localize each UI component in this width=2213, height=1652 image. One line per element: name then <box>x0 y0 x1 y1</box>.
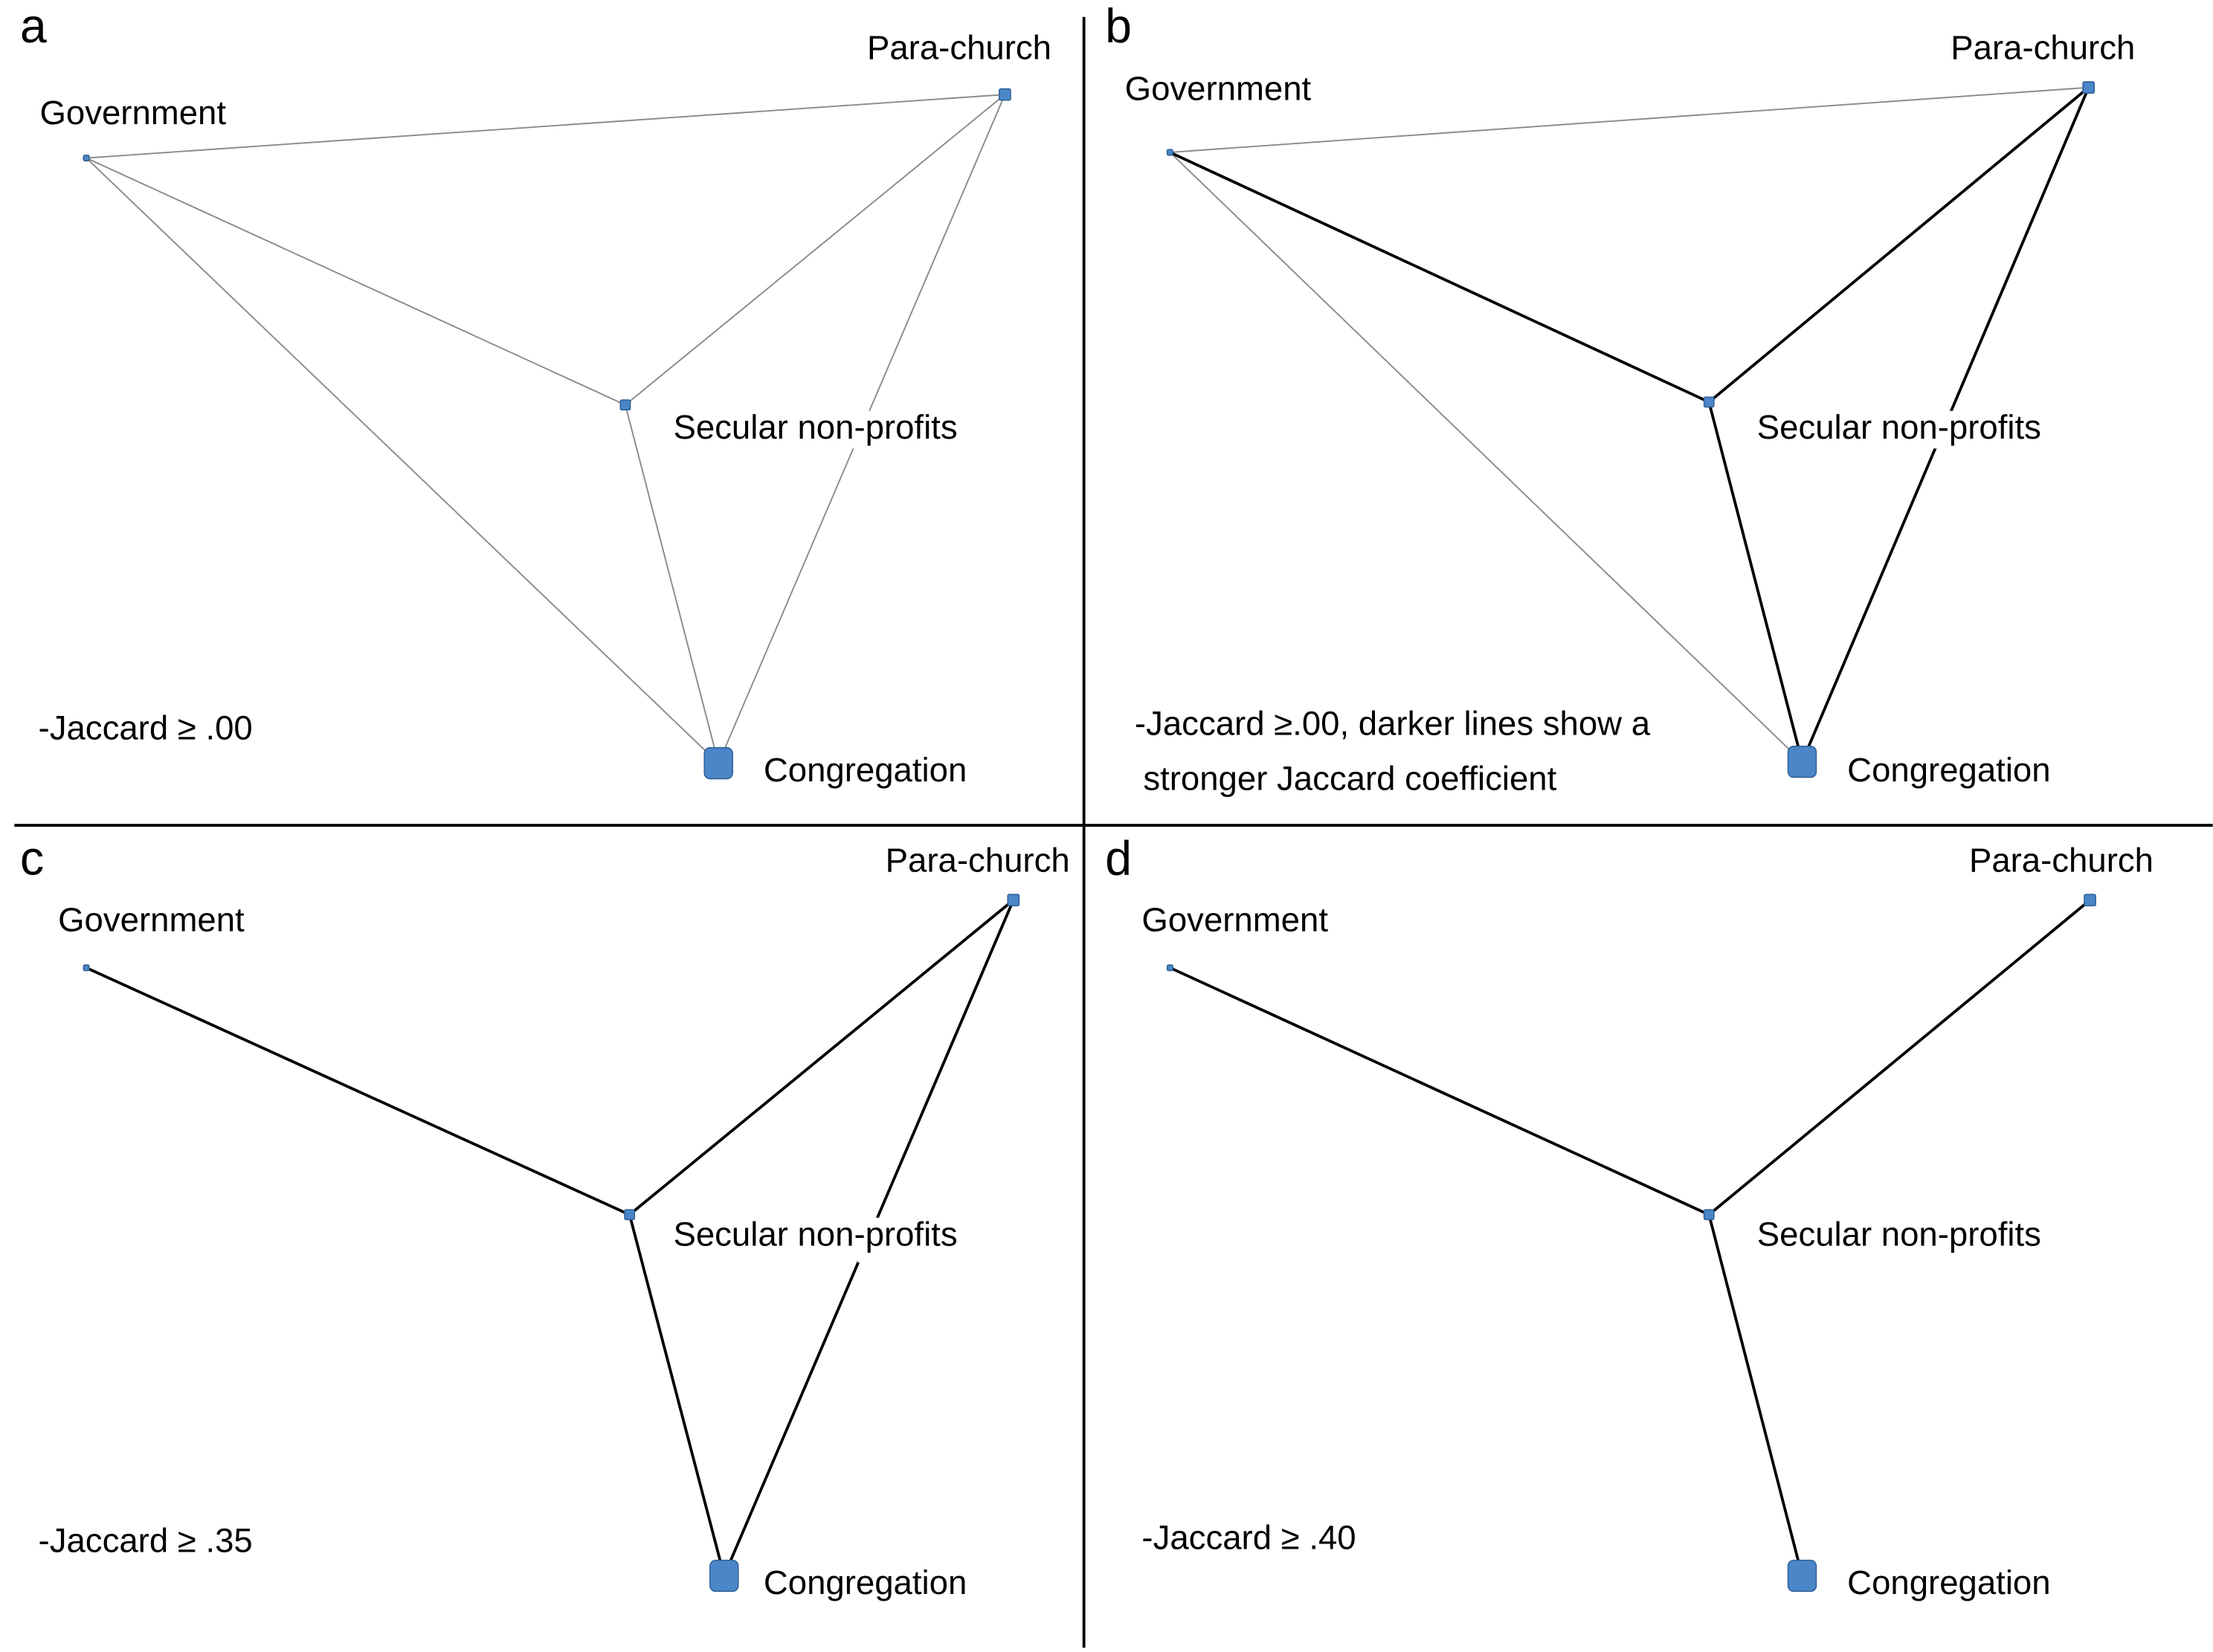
node-government <box>83 964 90 972</box>
node-congregation <box>709 1559 739 1593</box>
edge-government-congregation <box>1169 152 1803 763</box>
node-secular <box>1703 1209 1715 1221</box>
node-secular <box>619 399 631 410</box>
edge-secular-congregation <box>1707 1214 1804 1577</box>
node-congregation <box>1787 746 1817 778</box>
node-label-government: Government <box>39 94 226 132</box>
panel-letter: b <box>1105 0 1132 53</box>
node-label-secular: Secular non-profits <box>1757 408 2041 446</box>
edge-parachurch-congregation <box>718 94 1006 764</box>
threshold-caption: stronger Jaccard coefficient <box>1143 760 1556 798</box>
node-parachurch <box>2084 894 2096 906</box>
node-label-secular: Secular non-profits <box>673 1216 957 1253</box>
threshold-caption: -Jaccard ≥ .40 <box>1141 1518 1356 1556</box>
node-label-parachurch: Para-church <box>1951 29 2135 67</box>
node-government <box>1166 149 1173 156</box>
edge-secular-parachurch <box>1708 86 2090 404</box>
node-label-congregation: Congregation <box>1847 1564 2050 1601</box>
edge-parachurch-congregation <box>1800 86 2090 763</box>
node-label-parachurch: Para-church <box>867 29 1051 67</box>
edge-parachurch-congregation <box>723 899 1015 1577</box>
node-secular <box>1703 396 1715 408</box>
panel-letter: c <box>20 831 44 885</box>
node-secular <box>624 1209 636 1221</box>
edge-government-secular <box>1169 151 1710 404</box>
edge-secular-parachurch <box>1708 899 2091 1216</box>
node-label-congregation: Congregation <box>1847 751 2050 789</box>
node-label-congregation: Congregation <box>764 1564 967 1601</box>
node-parachurch <box>1007 894 1020 906</box>
edge-secular-parachurch <box>628 899 1014 1216</box>
edge-government-parachurch <box>86 94 1005 159</box>
edge-secular-congregation <box>628 1214 726 1577</box>
node-label-secular: Secular non-profits <box>673 408 957 446</box>
edge-secular-congregation <box>625 404 720 764</box>
node-parachurch <box>999 88 1011 101</box>
threshold-caption: -Jaccard ≥.00, darker lines show a <box>1135 705 1651 743</box>
node-label-parachurch: Para-church <box>1969 842 2154 880</box>
threshold-caption: -Jaccard ≥ .00 <box>39 709 253 746</box>
edge-government-secular <box>1169 966 1710 1216</box>
edge-secular-congregation <box>1707 401 1804 763</box>
node-label-congregation: Congregation <box>764 751 967 789</box>
panel-letter: a <box>20 0 47 53</box>
node-congregation <box>1787 1559 1817 1593</box>
node-parachurch <box>2082 81 2096 94</box>
node-government <box>1166 964 1173 972</box>
threshold-caption: -Jaccard ≥ .35 <box>39 1521 253 1559</box>
node-label-government: Government <box>1141 900 1328 938</box>
edge-government-secular <box>86 157 626 406</box>
node-congregation <box>703 746 733 780</box>
edge-government-secular <box>86 966 631 1216</box>
edge-government-parachurch <box>1170 86 2089 153</box>
node-label-government: Government <box>58 900 245 938</box>
node-label-secular: Secular non-profits <box>1757 1216 2041 1253</box>
node-government <box>83 154 90 162</box>
edge-government-congregation <box>86 157 719 764</box>
node-label-parachurch: Para-church <box>886 842 1070 880</box>
panel-letter: d <box>1105 831 1132 885</box>
node-label-government: Government <box>1125 70 1312 108</box>
edge-secular-parachurch <box>625 94 1005 406</box>
